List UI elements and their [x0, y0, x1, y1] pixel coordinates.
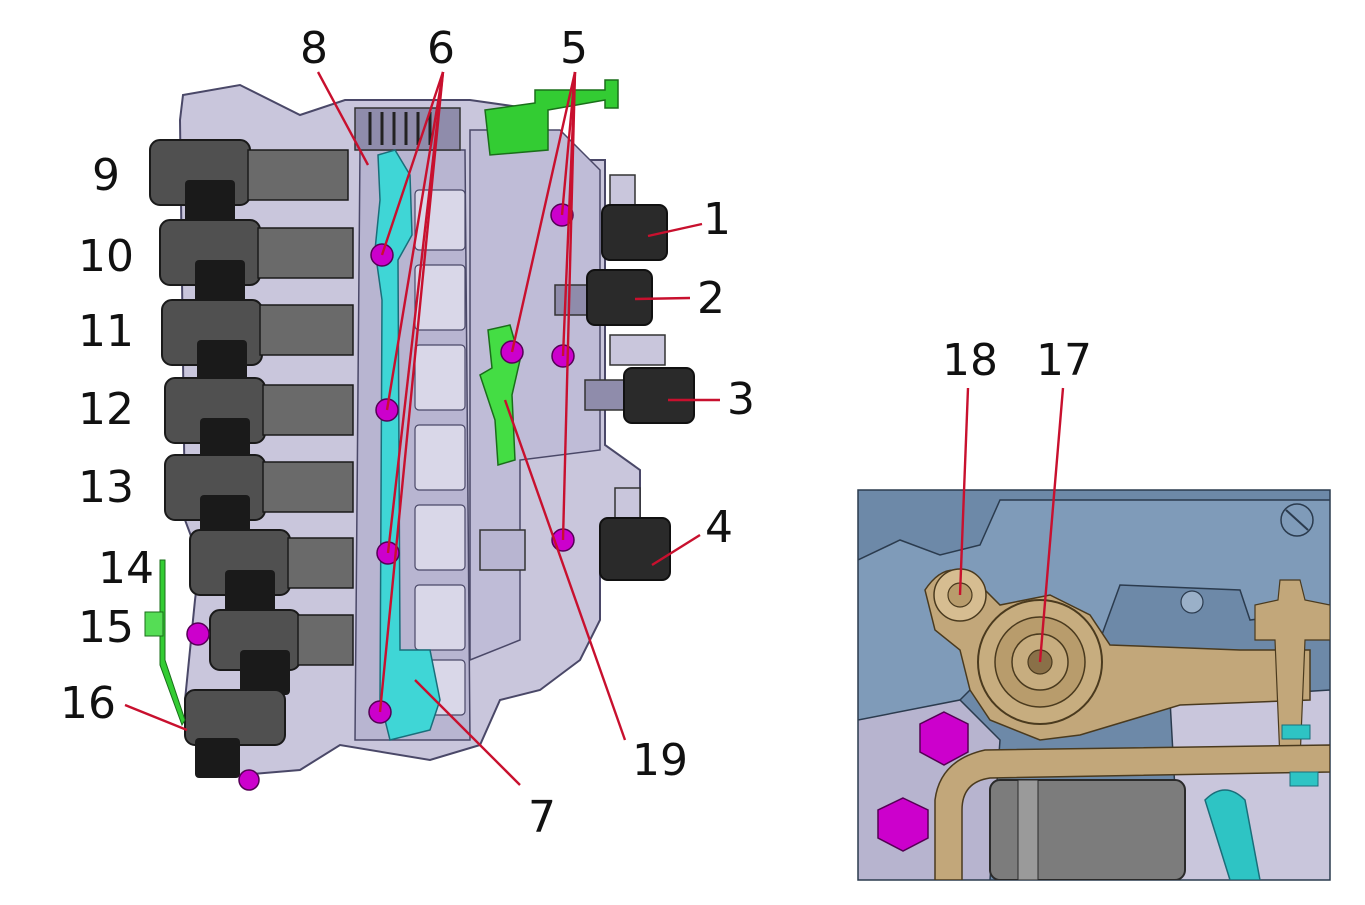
valve-bore — [414, 504, 466, 571]
valve-bore — [414, 584, 466, 651]
leader-2 — [634, 296, 691, 301]
bolt — [186, 622, 210, 646]
solenoid-13 — [164, 454, 354, 540]
left-solenoids — [149, 139, 354, 778]
main-view: 1 2 3 4 5 6 7 8 9 10 11 12 13 14 15 16 1… — [60, 23, 755, 843]
harness-wire — [159, 559, 186, 727]
callout-17: 17 — [1036, 335, 1092, 386]
leader-18 — [958, 387, 970, 596]
green-clip — [144, 611, 164, 637]
leader-lines — [124, 71, 720, 786]
leader-1 — [647, 222, 703, 238]
callout-15: 15 — [78, 602, 134, 653]
leader-16 — [124, 703, 188, 732]
valve-bore — [414, 264, 466, 331]
leader-6d — [378, 71, 445, 713]
solenoid-11 — [161, 299, 354, 385]
top-connector — [354, 107, 461, 151]
valve-bore — [414, 344, 466, 411]
solenoid-2 — [554, 269, 653, 326]
detail-grey-solenoid — [989, 779, 1186, 880]
callouts-main: 1 2 3 4 5 6 7 8 9 10 11 12 13 14 15 16 1… — [60, 23, 755, 843]
detail-bolt — [919, 711, 969, 766]
callout-1: 1 — [703, 194, 731, 245]
leader-5b — [510, 71, 577, 353]
callout-2: 2 — [697, 273, 725, 324]
detail-brass-tube — [934, 744, 1330, 880]
callout-6: 6 — [427, 23, 455, 74]
callout-8: 8 — [300, 23, 328, 74]
callout-4: 4 — [705, 502, 733, 553]
valve-bore — [414, 424, 466, 491]
leader-8 — [316, 71, 370, 166]
callout-3: 3 — [727, 374, 755, 425]
callout-9: 9 — [92, 150, 120, 201]
solenoid-3 — [584, 334, 695, 424]
leader-17 — [1038, 387, 1065, 663]
solenoid-16 — [184, 689, 286, 778]
leader-6b — [385, 71, 445, 411]
solenoid-14 — [189, 529, 354, 615]
solenoid-1 — [601, 174, 668, 261]
solenoid-9 — [149, 139, 349, 225]
top-green-bracket — [484, 79, 619, 156]
detail-cyan-hose — [1204, 789, 1261, 880]
callout-19: 19 — [632, 735, 688, 786]
leader-7 — [414, 679, 521, 786]
bolt — [238, 769, 260, 791]
solenoid-10 — [159, 219, 354, 305]
callout-16: 16 — [60, 678, 116, 729]
leader-6c — [386, 71, 445, 554]
callout-11: 11 — [78, 306, 134, 357]
detail-view: 18 17 — [857, 335, 1331, 881]
leader-4 — [651, 533, 701, 567]
solenoid-12 — [164, 377, 354, 463]
detail-cyan-clip — [1289, 771, 1319, 787]
leader-19 — [503, 399, 627, 741]
callout-5: 5 — [560, 23, 588, 74]
callout-14: 14 — [98, 543, 154, 594]
callout-10: 10 — [78, 231, 134, 282]
solenoid-15 — [209, 609, 354, 695]
leader-6a — [380, 71, 445, 256]
callout-13: 13 — [78, 462, 134, 513]
detail-small-screw — [1180, 590, 1204, 614]
callout-18: 18 — [942, 335, 998, 386]
leader-5d — [561, 71, 577, 541]
detail-cyan-clip — [1281, 724, 1311, 740]
callout-12: 12 — [78, 384, 134, 435]
detail-bolt — [877, 797, 929, 852]
callout-7: 7 — [528, 792, 556, 843]
